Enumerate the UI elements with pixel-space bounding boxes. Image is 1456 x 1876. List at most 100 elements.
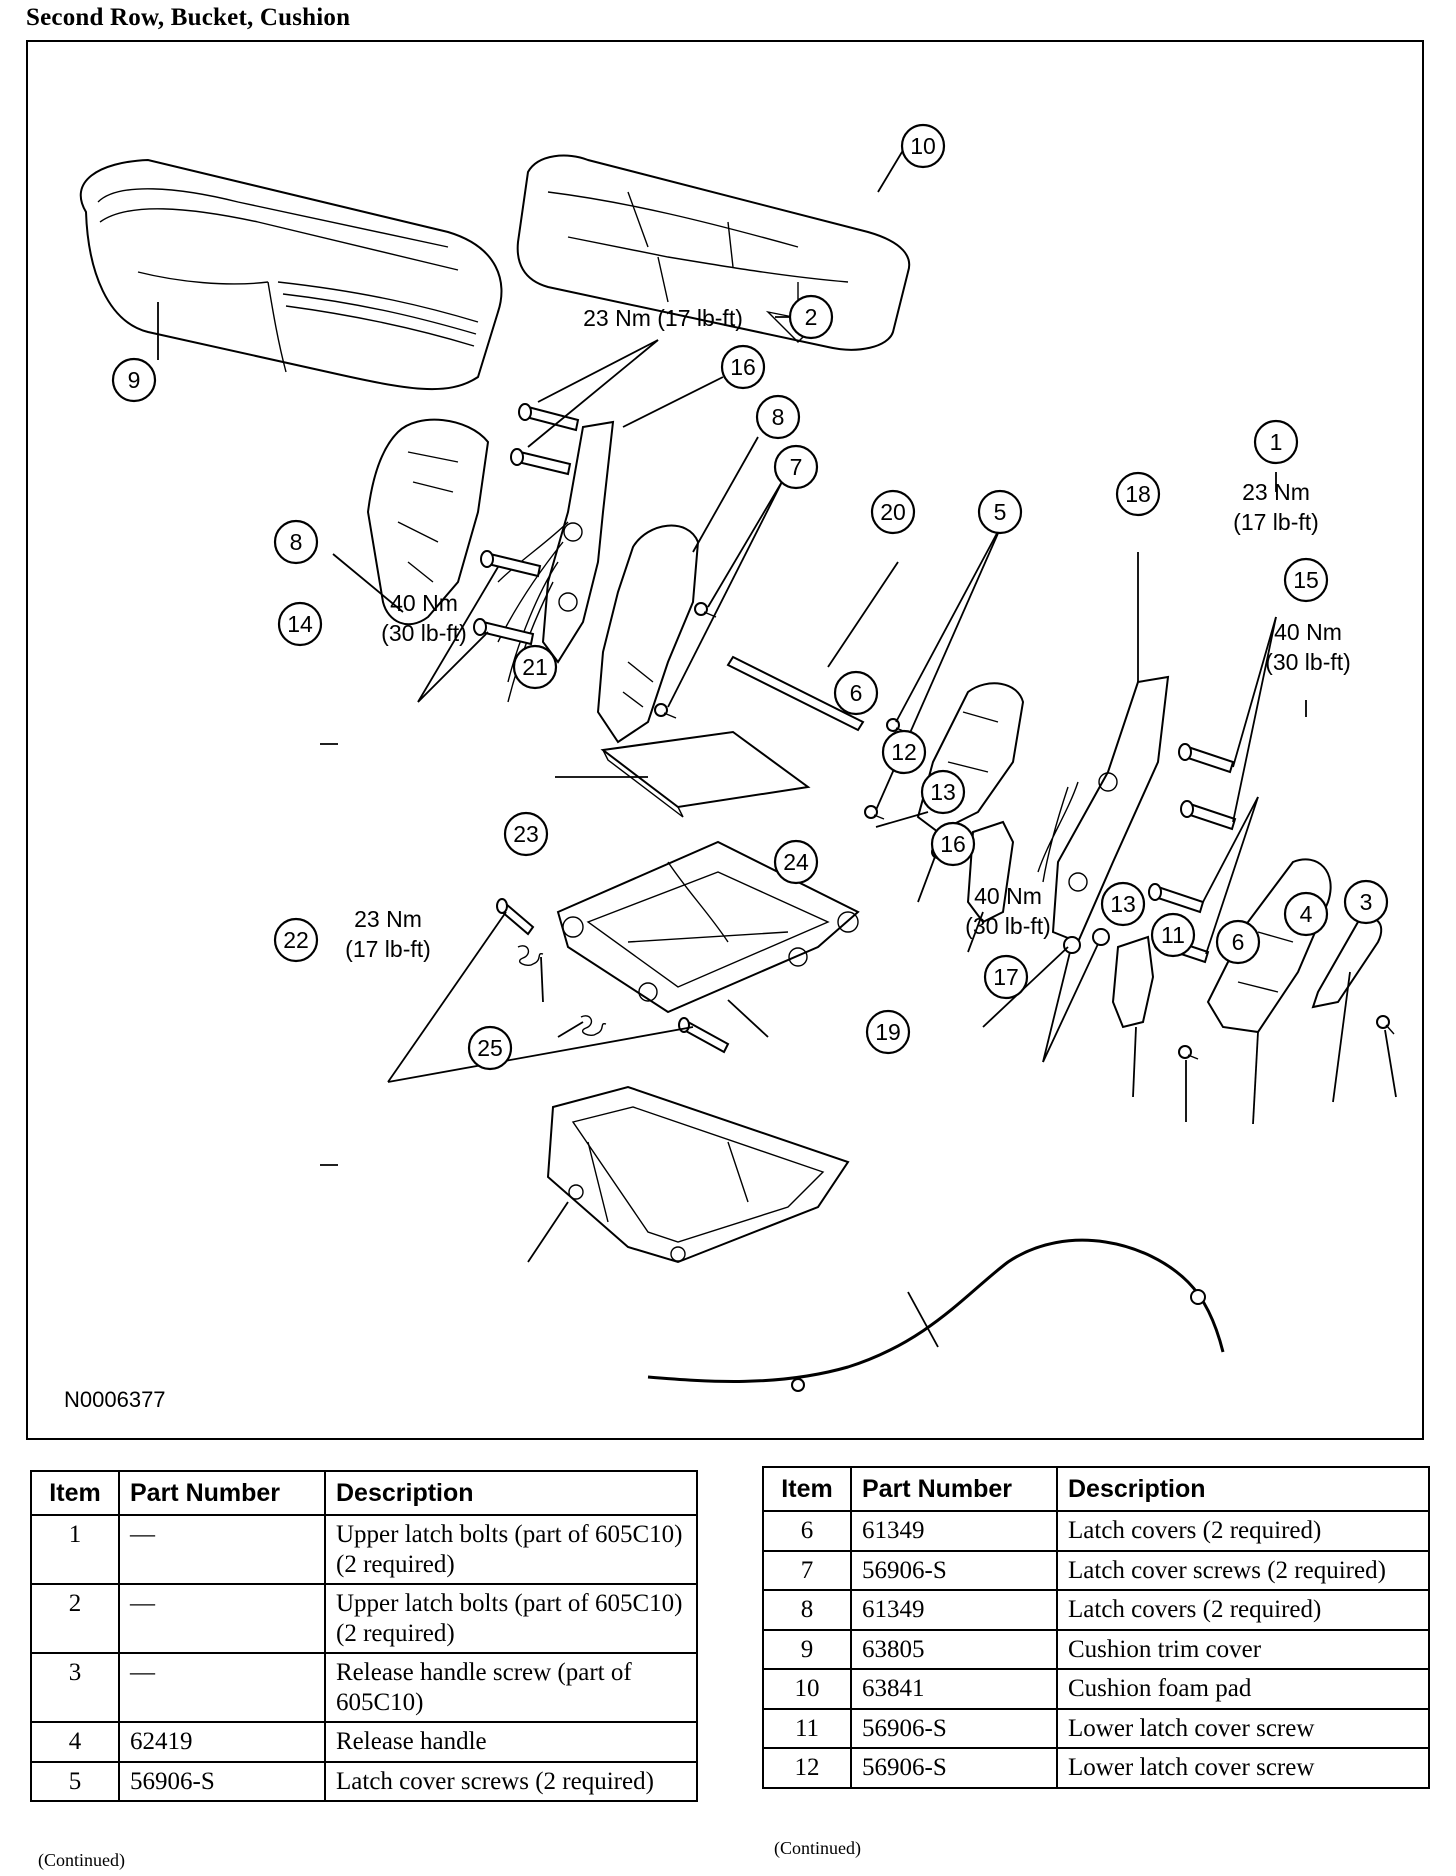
header-part-number: Part Number	[850, 1466, 1058, 1512]
table-row: 12 56906-S Lower latch cover screw	[762, 1747, 1430, 1789]
part-latch-cover-screws-5	[864, 718, 907, 820]
part-seat-frame	[556, 840, 860, 1014]
callout-19: 19	[865, 1009, 911, 1055]
svg-text:21: 21	[522, 654, 548, 680]
cell-part-number: 61349	[850, 1510, 1058, 1552]
cell-part-number: 62419	[118, 1721, 326, 1763]
callout-7: 7	[773, 444, 819, 490]
callout-8-middle: 8	[755, 394, 801, 440]
svg-text:5: 5	[994, 499, 1007, 525]
cell-item: 10	[762, 1668, 852, 1710]
part-latch-cover-left	[366, 418, 490, 626]
callout-11: 11	[1150, 912, 1196, 958]
cell-part-number: 56906-S	[850, 1707, 1058, 1749]
torque-label-17-lbft: (30 lb-ft)	[965, 913, 1051, 939]
cell-item: 6	[762, 1510, 852, 1552]
cell-item: 7	[762, 1549, 852, 1591]
svg-text:13: 13	[1110, 891, 1136, 917]
table-row: 4 62419 Release handle	[30, 1721, 698, 1763]
torque-label-1-lbft: (17 lb-ft)	[1233, 509, 1319, 535]
svg-text:6: 6	[1232, 929, 1245, 955]
exploded-view-drawing: 10 9 2 16 8 7 8 14 20 5 21 6 12 13 16 18…	[79, 123, 1397, 1392]
part-springs	[517, 945, 607, 1037]
part-cable	[647, 1238, 1225, 1392]
svg-text:16: 16	[730, 354, 756, 380]
cell-part-number: 63805	[850, 1628, 1058, 1670]
callout-5: 5	[977, 489, 1023, 535]
cell-part-number: —	[118, 1583, 326, 1654]
svg-text:13: 13	[930, 779, 956, 805]
svg-text:10: 10	[910, 133, 936, 159]
cell-part-number: —	[118, 1652, 326, 1723]
part-seat-track	[546, 1085, 850, 1264]
callout-20: 20	[870, 489, 916, 535]
svg-text:24: 24	[783, 849, 809, 875]
callout-1: 1	[1253, 419, 1299, 465]
callout-13-lower: 13	[1100, 881, 1146, 927]
header-description: Description	[324, 1470, 698, 1516]
figure-id: N0006377	[64, 1387, 166, 1412]
svg-text:1: 1	[1270, 429, 1283, 455]
cell-part-number: —	[118, 1514, 326, 1585]
table-row: 5 56906-S Latch cover screws (2 required…	[30, 1760, 698, 1802]
parts-table-left: Item Part Number Description 1 — Upper l…	[30, 1470, 698, 1802]
torque-label-15-lbft: (30 lb-ft)	[1265, 649, 1351, 675]
callout-9: 9	[111, 357, 157, 403]
torque-labels: 23 Nm (17 lb-ft) 23 Nm (17 lb-ft) 40 Nm …	[345, 305, 1351, 962]
callout-6-middle: 6	[833, 670, 879, 716]
torque-label-22-lbft: (17 lb-ft)	[345, 936, 431, 962]
callout-25: 25	[467, 1025, 513, 1071]
table-row: 8 61349 Latch covers (2 required)	[762, 1589, 1430, 1631]
cell-part-number: 56906-S	[850, 1747, 1058, 1789]
table-row: 7 56906-S Latch cover screws (2 required…	[762, 1549, 1430, 1591]
svg-text:9: 9	[128, 367, 141, 393]
svg-text:3: 3	[1360, 889, 1373, 915]
header-part-number: Part Number	[118, 1470, 326, 1516]
callout-13-upper: 13	[920, 769, 966, 815]
cell-description: Latch covers (2 required)	[1056, 1589, 1430, 1631]
callout-23: 23	[503, 811, 549, 857]
cell-description: Lower latch cover screw	[1056, 1707, 1430, 1749]
header-item: Item	[30, 1470, 120, 1516]
cell-item: 5	[30, 1760, 120, 1802]
svg-text:19: 19	[875, 1019, 901, 1045]
svg-text:6: 6	[850, 680, 863, 706]
torque-label-2: 23 Nm (17 lb-ft)	[583, 305, 743, 331]
cell-part-number: 56906-S	[850, 1549, 1058, 1591]
cell-item: 12	[762, 1747, 852, 1789]
svg-text:23: 23	[513, 821, 539, 847]
callout-14: 14	[277, 601, 323, 647]
table-row: 2 — Upper latch bolts (part of 605C10) (…	[30, 1583, 698, 1654]
torque-label-14-lbft: (30 lb-ft)	[381, 620, 467, 646]
torque-label-14-nm: 40 Nm	[390, 590, 458, 616]
cell-part-number: 56906-S	[118, 1760, 326, 1802]
cell-description: Upper latch bolts (part of 605C10) (2 re…	[324, 1514, 698, 1585]
callout-3: 3	[1343, 879, 1389, 925]
callout-16-upper: 16	[720, 344, 766, 390]
cell-description: Latch cover screws (2 required)	[324, 1760, 698, 1802]
cell-description: Cushion trim cover	[1056, 1628, 1430, 1670]
cell-item: 3	[30, 1652, 120, 1723]
table-row: 1 — Upper latch bolts (part of 605C10) (…	[30, 1514, 698, 1585]
table-row: 6 61349 Latch covers (2 required)	[762, 1510, 1430, 1552]
part-small-latch-cover-upper	[966, 820, 1015, 924]
cell-description: Latch covers (2 required)	[1056, 1510, 1430, 1552]
svg-text:16: 16	[940, 831, 966, 857]
callout-8-left: 8	[273, 519, 319, 565]
table-row: 3 — Release handle screw (part of 605C10…	[30, 1652, 698, 1723]
svg-text:25: 25	[477, 1035, 503, 1061]
cell-item: 4	[30, 1721, 120, 1763]
header-description: Description	[1056, 1466, 1430, 1512]
cell-part-number: 61349	[850, 1589, 1058, 1631]
cell-item: 8	[762, 1589, 852, 1631]
cell-item: 9	[762, 1628, 852, 1670]
callout-18: 18	[1115, 471, 1161, 517]
part-rod-20	[726, 655, 865, 732]
continued-note-right: (Continued)	[774, 1838, 861, 1858]
table-row: 11 56906-S Lower latch cover screw	[762, 1707, 1430, 1749]
callout-2: 2	[788, 294, 834, 340]
svg-text:15: 15	[1293, 567, 1319, 593]
table-header-row: Item Part Number Description	[762, 1466, 1430, 1512]
cell-item: 1	[30, 1514, 120, 1585]
callout-4: 4	[1283, 891, 1329, 937]
